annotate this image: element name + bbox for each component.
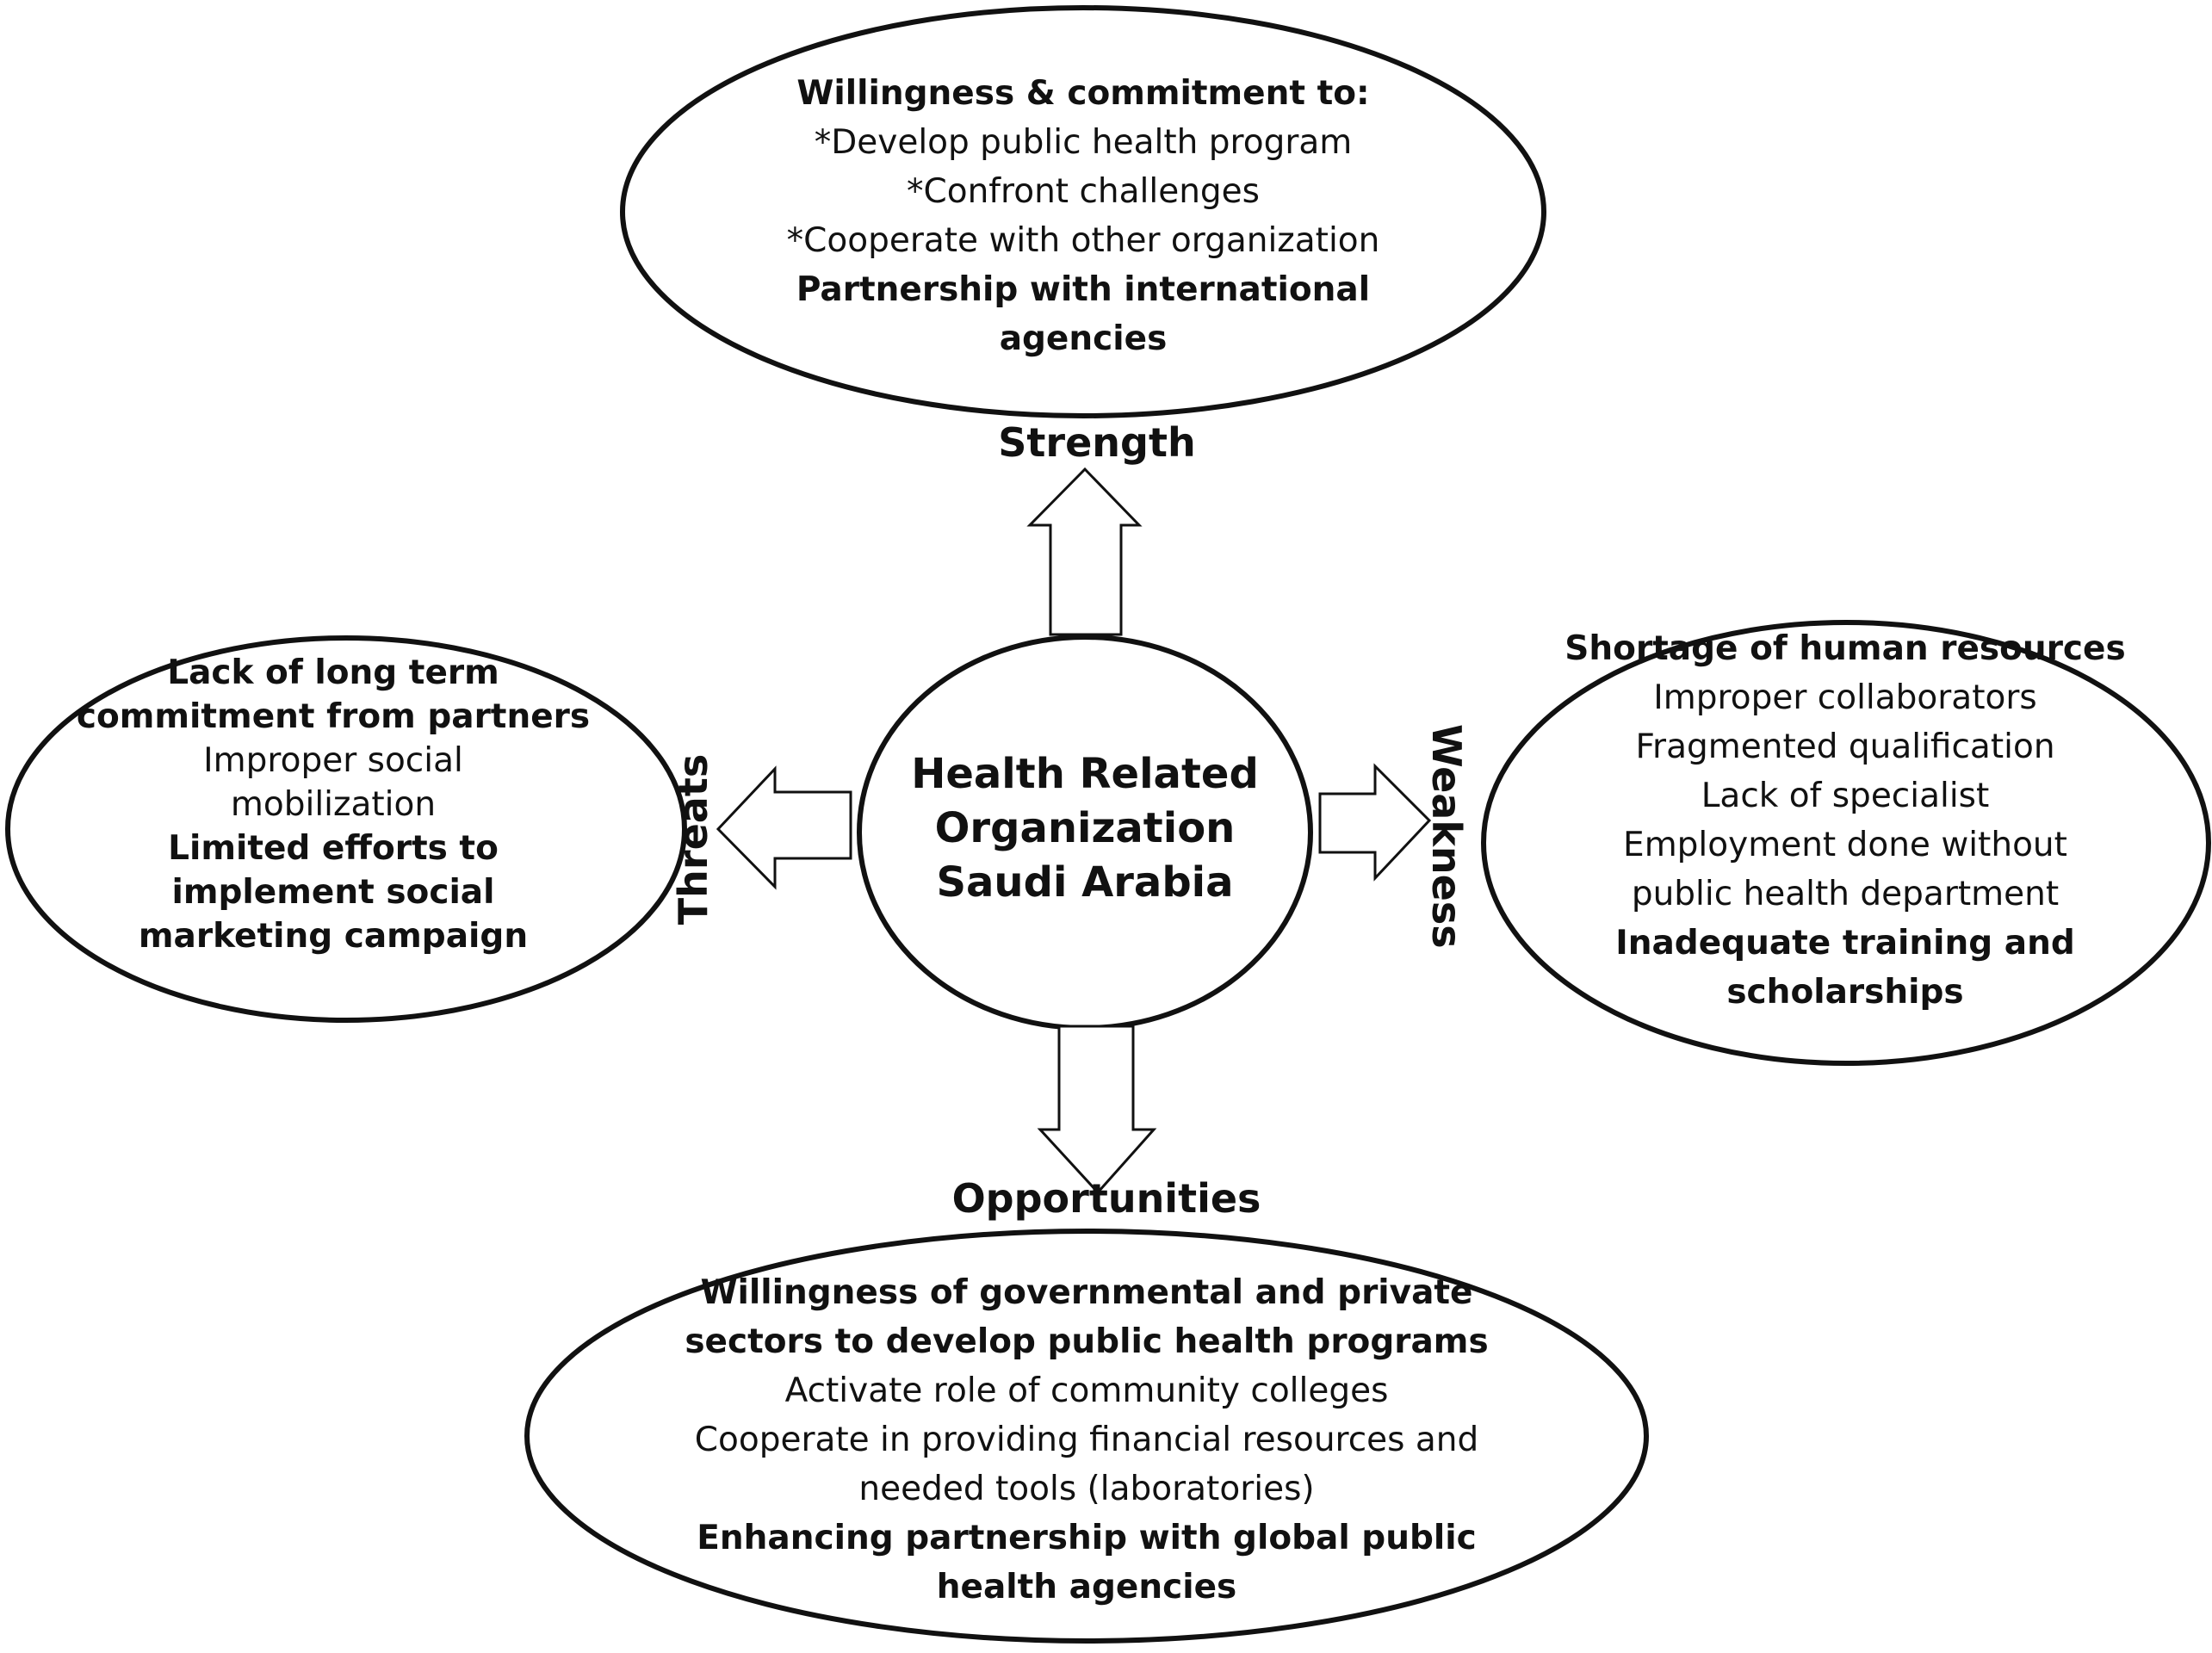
- arrow-left-threats: [716, 765, 852, 890]
- threats-text-line: Lack of long term: [167, 653, 499, 692]
- opportunities-ellipse: [524, 1229, 1649, 1644]
- opportunities-text-line: Cooperate in providing financial resourc…: [694, 1421, 1479, 1459]
- threats-ellipse: [5, 635, 687, 1023]
- opportunities-text-line: Activate role of community colleges: [784, 1371, 1389, 1410]
- threats-text-line: Improper social: [203, 741, 463, 780]
- strength-text-line: agencies: [999, 319, 1168, 358]
- opportunities-label: Opportunities: [951, 1175, 1261, 1222]
- weakness-text-line: Fragmented qualification: [1635, 727, 2055, 766]
- arrow-down-opportunities: [1037, 1025, 1157, 1195]
- strength-ellipse: [620, 5, 1546, 418]
- strength-text-line: *Confront challenges: [907, 172, 1260, 211]
- threats-label: Threats: [670, 753, 716, 926]
- weakness-label: Weakness: [1423, 724, 1470, 949]
- threats-text-line: commitment from partners: [76, 697, 591, 736]
- weakness-text-line: Inadequate training and: [1615, 924, 2075, 963]
- strength-label: Strength: [998, 419, 1196, 466]
- opportunities-text-line: needed tools (laboratories): [858, 1470, 1315, 1508]
- opportunities-text-line: sectors to develop public health program…: [685, 1322, 1489, 1361]
- weakness-text-line: scholarships: [1726, 973, 1964, 1012]
- strength-text-line: *Cooperate with other organization: [786, 221, 1380, 260]
- opportunities-text-line: health agencies: [936, 1568, 1237, 1607]
- weakness-text-line: Shortage of human resources: [1565, 629, 2126, 668]
- center-title-line: Organization: [934, 804, 1236, 852]
- weakness-text-line: Improper collaborators: [1653, 678, 2037, 717]
- weakness-ellipse: [1481, 620, 2211, 1066]
- threats-text-line: implement social: [171, 873, 495, 912]
- strength-text-line: Willingness & commitment to:: [796, 74, 1370, 113]
- threats-text-line: marketing campaign: [138, 917, 529, 956]
- strength-text: Willingness & commitment to: *Develop pub…: [653, 69, 1514, 363]
- opportunities-text-line: Willingness of governmental and private: [700, 1273, 1473, 1312]
- opportunities-text-line: Enhancing partnership with global public: [697, 1519, 1477, 1557]
- strength-text-line: *Develop public health program: [814, 123, 1353, 162]
- strength-text-line: Partnership with international: [796, 270, 1371, 309]
- threats-text-line: Limited efforts to: [168, 829, 499, 868]
- weakness-text-line: public health department: [1631, 875, 2060, 913]
- weakness-text-line: Employment done without: [1623, 826, 2067, 864]
- arrow-right-weakness: [1318, 763, 1432, 882]
- weakness-text-line: Lack of specialist: [1701, 777, 1990, 815]
- threats-text: Lack of long term commitment from partner…: [53, 651, 613, 958]
- center-title-line: Saudi Arabia: [936, 858, 1234, 907]
- threats-text-line: mobilization: [230, 785, 437, 824]
- center-title-line: Health Related: [911, 750, 1259, 798]
- arrow-up-strength: [1026, 467, 1143, 636]
- opportunities-text: Willingness of governmental and private s…: [656, 1268, 1517, 1612]
